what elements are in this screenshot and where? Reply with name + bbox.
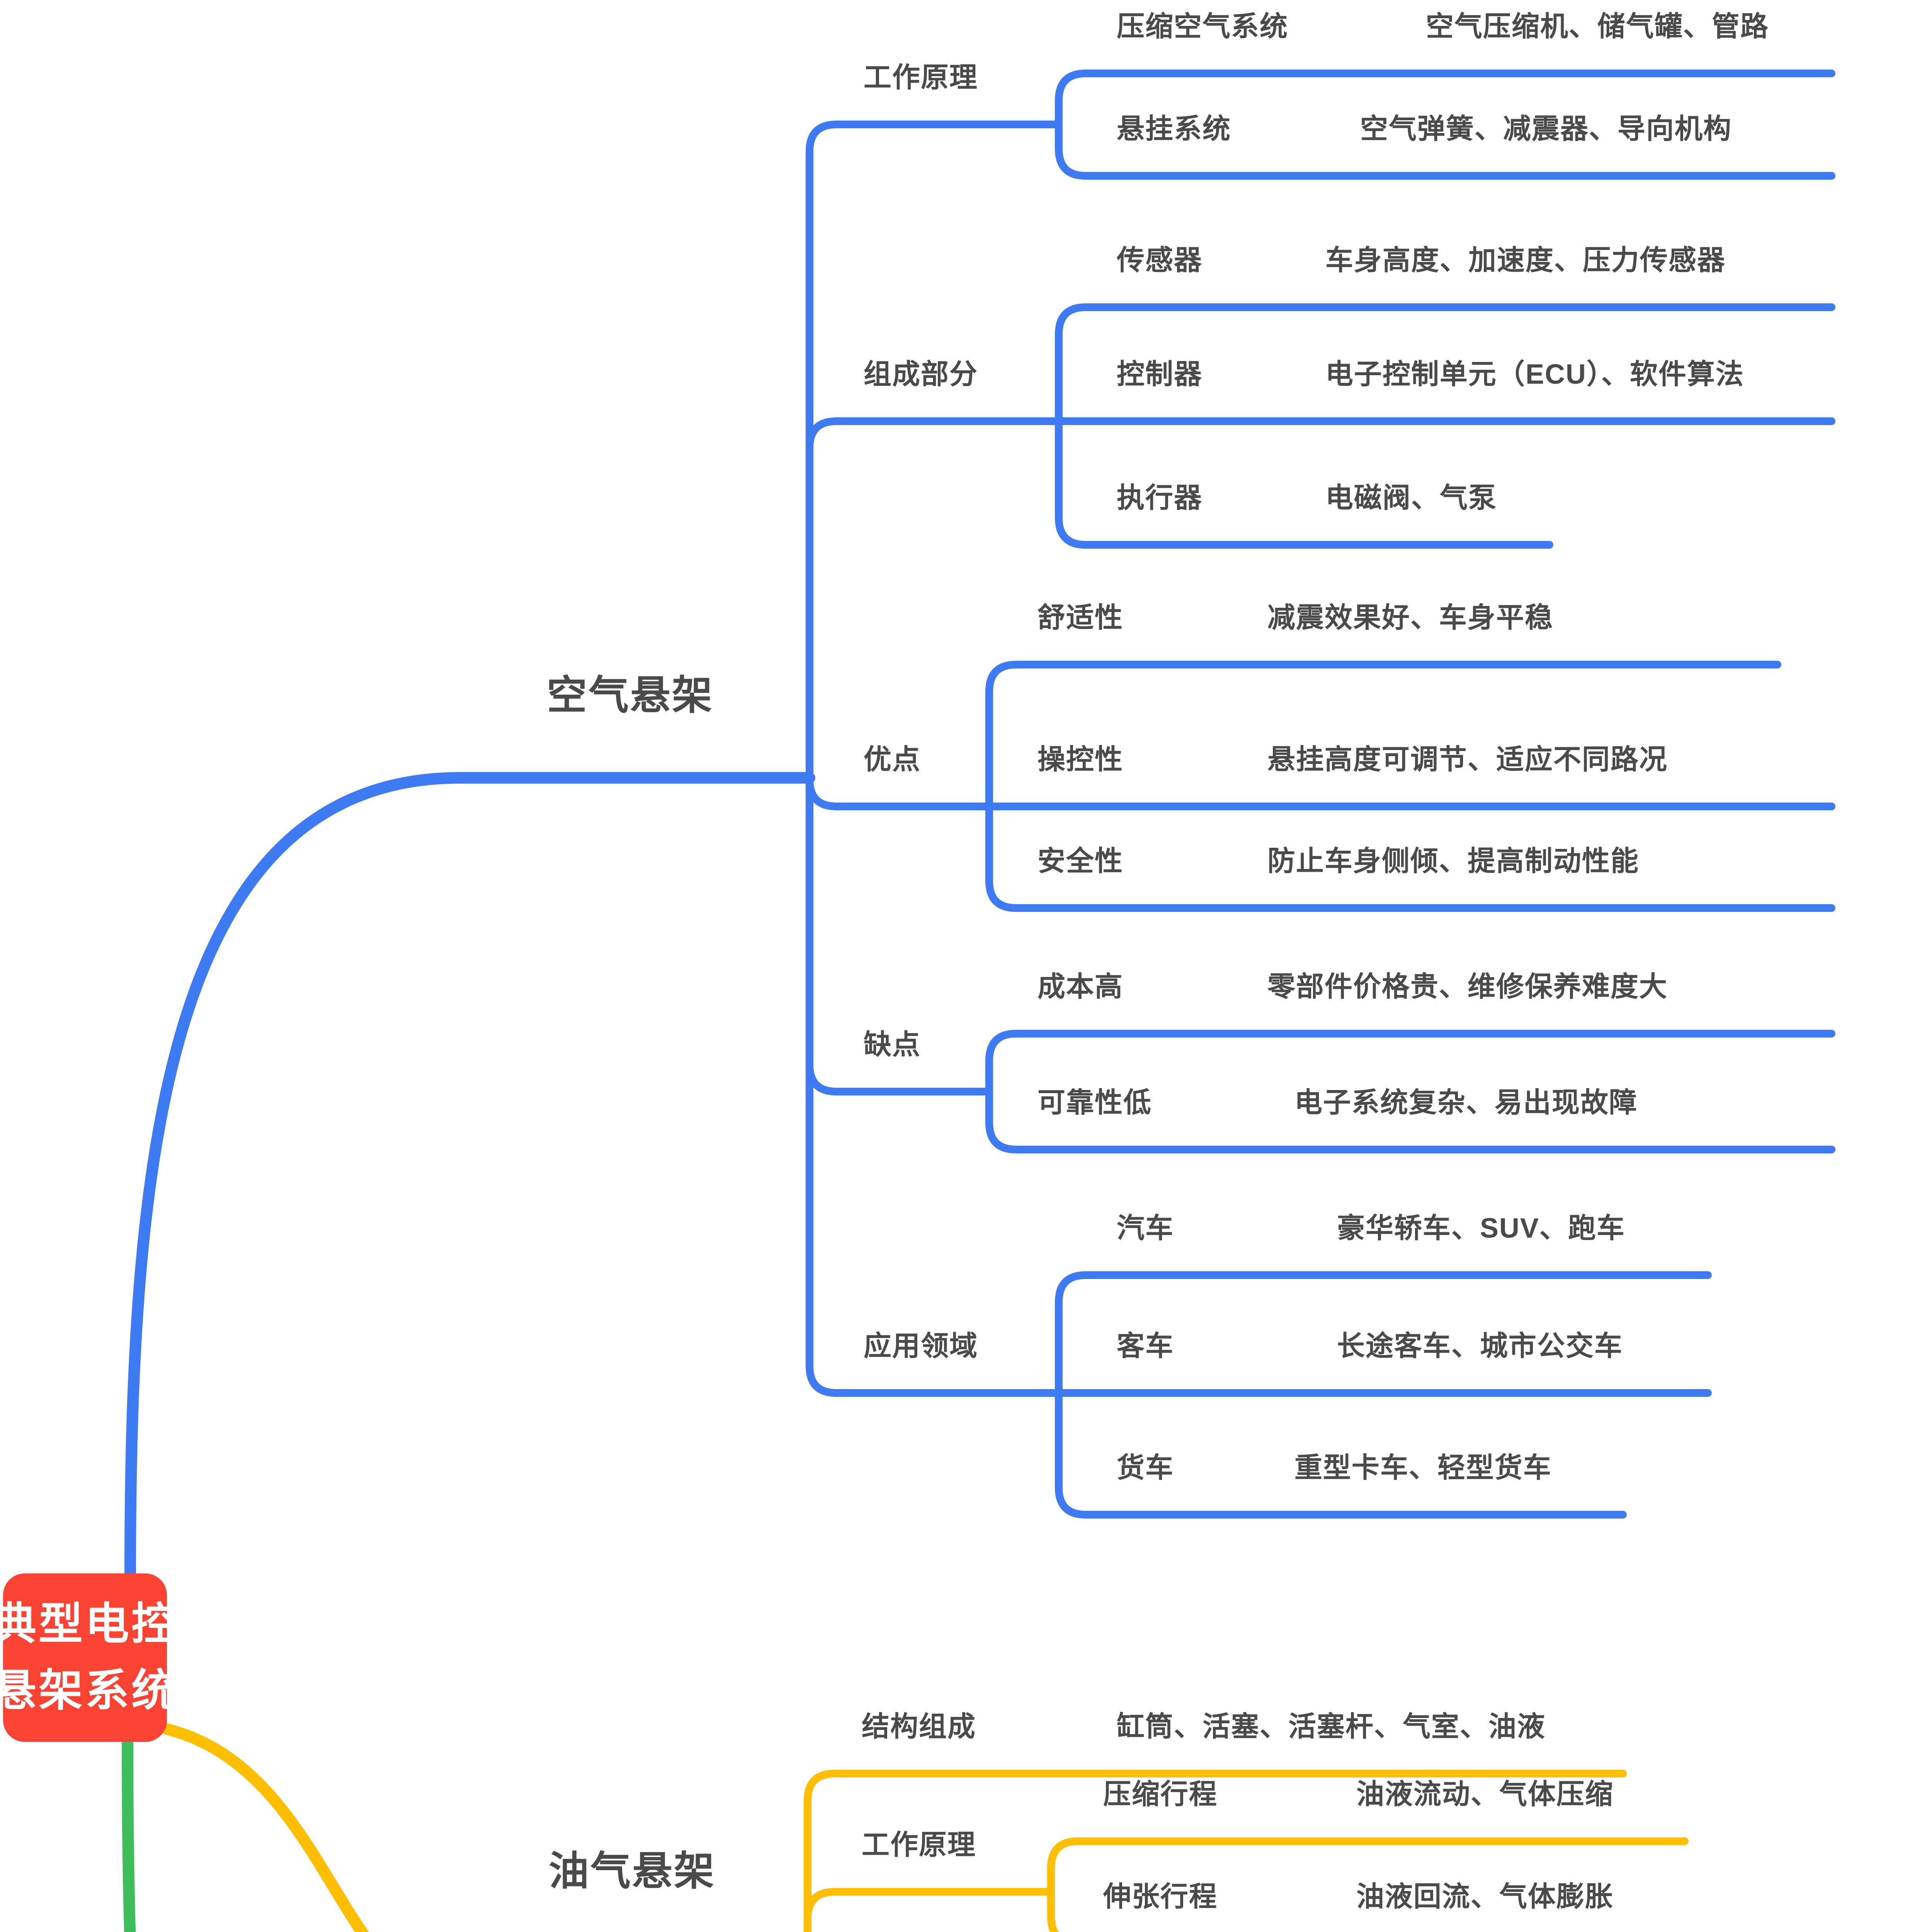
node-label[interactable]: 操控性: [1037, 744, 1124, 775]
node-desc[interactable]: 空气压缩机、储气罐、管路: [1426, 11, 1769, 42]
node-connector-line: [1055, 1389, 1627, 1519]
node-connector-line: [1055, 303, 1835, 425]
node-label[interactable]: 传感器: [1117, 245, 1203, 276]
branch-curve: [124, 772, 815, 1579]
node-desc[interactable]: 电子系统复杂、易出现故障: [1294, 1087, 1638, 1118]
node-label[interactable]: 压缩行程: [1103, 1779, 1218, 1810]
node-label[interactable]: 悬挂系统: [1117, 114, 1231, 145]
node-label[interactable]: 执行器: [1117, 483, 1203, 514]
node-desc[interactable]: 电子控制单元（ECU）、软件算法: [1325, 359, 1745, 390]
node-connector-line: [1055, 1271, 1712, 1397]
node-connector-line: [1055, 417, 1553, 549]
node-label[interactable]: 可靠性低: [1037, 1087, 1152, 1118]
node-connector-line: [804, 1888, 1055, 1932]
node-desc[interactable]: 油液流动、气体压缩: [1356, 1779, 1614, 1810]
node-label[interactable]: 伸张行程: [1103, 1881, 1218, 1912]
node-connector-line: [985, 1030, 1835, 1095]
node-connector-line: [806, 774, 1063, 1397]
branch-curve: [161, 1723, 369, 1932]
node-connector-line: [1055, 121, 1835, 180]
node-label[interactable]: 工作原理: [862, 1830, 976, 1861]
node-desc[interactable]: 防止车身侧倾、提高制动性能: [1267, 846, 1639, 877]
node-connector-line: [1055, 70, 1835, 128]
node-label[interactable]: 缺点: [864, 1029, 921, 1060]
node-label[interactable]: 压缩空气系统: [1117, 11, 1289, 42]
node-label[interactable]: 工作原理: [864, 62, 978, 93]
node-connector-line: [806, 417, 1063, 782]
node-connector-line: [1047, 1888, 1059, 1932]
node-label[interactable]: 安全性: [1037, 846, 1124, 877]
node-label[interactable]: 应用领域: [864, 1331, 978, 1362]
node-label[interactable]: 成本高: [1037, 971, 1124, 1002]
root-title-line2: 悬架系统: [0, 1666, 178, 1715]
node-desc[interactable]: 重型卡车、轻型货车: [1294, 1452, 1552, 1483]
root-node[interactable]: 典型电控 悬架系统: [0, 1573, 175, 1742]
root-title-line1: 典型电控: [0, 1600, 178, 1649]
node-connector-line: [985, 661, 1781, 810]
node-label[interactable]: 优点: [864, 744, 921, 775]
node-desc[interactable]: 悬挂高度可调节、适应不同路况: [1267, 744, 1668, 775]
branch-label[interactable]: 油气悬架: [549, 1849, 716, 1894]
node-desc[interactable]: 零部件价格贵、维修保养难度大: [1267, 971, 1668, 1002]
node-desc[interactable]: 电磁阀、气泵: [1325, 483, 1497, 514]
node-desc[interactable]: 减震效果好、车身平稳: [1267, 602, 1554, 633]
branch-label[interactable]: 空气悬架: [547, 673, 714, 718]
node-desc[interactable]: 缸筒、活塞、活塞杆、气室、油液: [1117, 1711, 1546, 1742]
node-connector-line: [985, 803, 1835, 912]
node-desc[interactable]: 油液回流、气体膨胀: [1356, 1881, 1614, 1912]
node-desc[interactable]: 豪华轿车、SUV、跑车: [1337, 1213, 1626, 1244]
node-desc[interactable]: 长途客车、城市公交车: [1337, 1331, 1623, 1362]
node-desc[interactable]: 空气弹簧、减震器、导向机构: [1360, 114, 1732, 145]
node-label[interactable]: 结构组成: [862, 1711, 976, 1742]
node-connector-line: [804, 1770, 1627, 1932]
node-connector-line: [806, 774, 993, 810]
node-connector-line: [985, 1088, 1835, 1153]
node-label[interactable]: 控制器: [1117, 359, 1203, 390]
node-label[interactable]: 汽车: [1117, 1213, 1174, 1244]
node-connector-line: [1047, 1837, 1689, 1896]
node-label[interactable]: 客车: [1117, 1331, 1174, 1362]
node-connector-line: [806, 121, 1063, 782]
node-desc[interactable]: 车身高度、加速度、压力传感器: [1325, 245, 1726, 276]
node-label[interactable]: 组成部分: [864, 359, 978, 390]
node-label[interactable]: 舒适性: [1037, 602, 1124, 633]
node-label[interactable]: 货车: [1117, 1452, 1174, 1483]
